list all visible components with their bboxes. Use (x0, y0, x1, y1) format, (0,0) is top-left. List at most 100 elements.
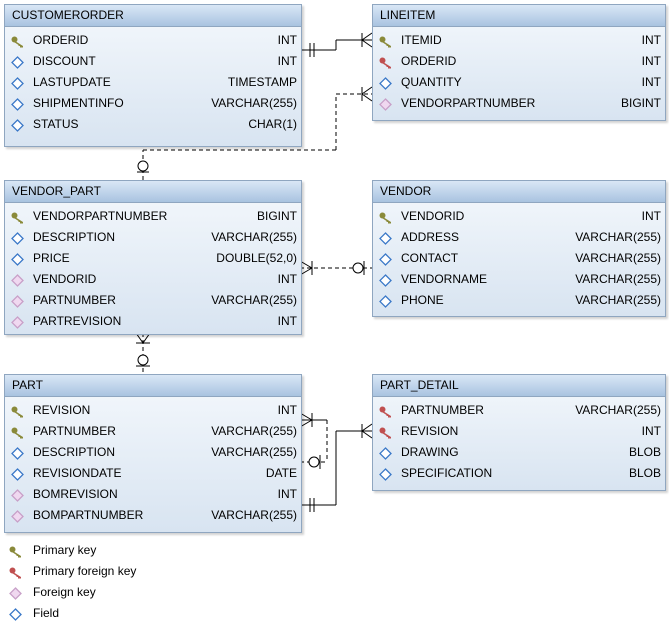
column-name: PRICE (33, 251, 70, 265)
foreign-key-icon (379, 97, 392, 111)
column-type: VARCHAR(255) (575, 272, 661, 286)
column-row[interactable]: BOMREVISION INT (5, 484, 301, 505)
column-type: VARCHAR(255) (575, 251, 661, 265)
entity-title: PART_DETAIL (373, 375, 665, 397)
column-name: BOMREVISION (33, 487, 118, 501)
column-name: VENDORID (33, 272, 97, 286)
column-name: LASTUPDATE (33, 75, 111, 89)
column-name: PARTNUMBER (33, 293, 116, 307)
relationship-part-self (299, 412, 328, 469)
column-row[interactable]: SHIPMENTINFO VARCHAR(255) (5, 93, 301, 114)
foreign-key-icon (11, 294, 24, 308)
field-icon (11, 231, 24, 245)
field-icon (379, 252, 392, 266)
field-icon (379, 294, 392, 308)
legend-label: Primary key (33, 543, 97, 557)
column-name: PARTNUMBER (33, 424, 116, 438)
column-row[interactable]: ORDERID INT (5, 30, 301, 51)
primary-foreign-key-icon (9, 565, 22, 579)
column-name: SHIPMENTINFO (33, 96, 124, 110)
foreign-key-icon (11, 315, 24, 329)
field-icon (11, 446, 24, 460)
field-icon (379, 231, 392, 245)
column-type: INT (277, 272, 297, 286)
column-row[interactable]: REVISION INT (373, 421, 665, 442)
column-type: INT (277, 487, 297, 501)
column-type: BLOB (628, 466, 661, 480)
column-type: VARCHAR(255) (211, 508, 297, 522)
field-icon (11, 76, 24, 90)
column-type: INT (641, 424, 661, 438)
column-row[interactable]: PARTREVISION INT (5, 311, 301, 332)
relationship-customerorder-lineitem (300, 32, 373, 57)
column-row[interactable]: PRICE DOUBLE(52,0) (5, 248, 301, 269)
field-icon (379, 467, 392, 481)
primary-foreign-key-icon (379, 425, 392, 439)
column-row[interactable]: VENDORID INT (5, 269, 301, 290)
legend-label: Foreign key (33, 585, 96, 599)
column-row[interactable]: PARTNUMBER VARCHAR(255) (5, 421, 301, 442)
relationship-vendorpart-lineitem-ends (137, 86, 373, 173)
field-icon (11, 55, 24, 69)
column-type: INT (277, 314, 297, 328)
column-name: VENDORID (401, 209, 465, 223)
column-type: BLOB (628, 445, 661, 459)
column-name: ADDRESS (401, 230, 460, 244)
column-name: PARTREVISION (33, 314, 122, 328)
relationship-part-partdetail (300, 423, 373, 512)
column-name: REVISION (401, 424, 459, 438)
column-row[interactable]: SPECIFICATION BLOB (373, 463, 665, 484)
entity-title: PART (5, 375, 301, 397)
primary-key-icon (379, 210, 392, 224)
foreign-key-icon (11, 488, 24, 502)
column-type: INT (641, 54, 661, 68)
column-type: DATE (265, 466, 297, 480)
column-type: VARCHAR(255) (211, 424, 297, 438)
column-name: VENDORPARTNUMBER (401, 96, 536, 110)
column-name: PHONE (401, 293, 444, 307)
column-type: VARCHAR(255) (575, 403, 661, 417)
field-icon (11, 467, 24, 481)
column-type: VARCHAR(255) (211, 445, 297, 459)
column-name: ORDERID (33, 33, 89, 47)
column-type: VARCHAR(255) (211, 230, 297, 244)
field-icon (11, 252, 24, 266)
column-name: VENDORPARTNUMBER (33, 209, 168, 223)
field-icon (379, 76, 392, 90)
column-type: INT (277, 33, 297, 47)
column-type: INT (641, 33, 661, 47)
column-name: DESCRIPTION (33, 230, 116, 244)
column-type: DOUBLE(52,0) (216, 251, 297, 265)
column-type: VARCHAR(255) (211, 96, 297, 110)
column-name: SPECIFICATION (401, 466, 493, 480)
column-row[interactable]: DESCRIPTION VARCHAR(255) (5, 227, 301, 248)
entity-title: LINEITEM (373, 5, 665, 27)
